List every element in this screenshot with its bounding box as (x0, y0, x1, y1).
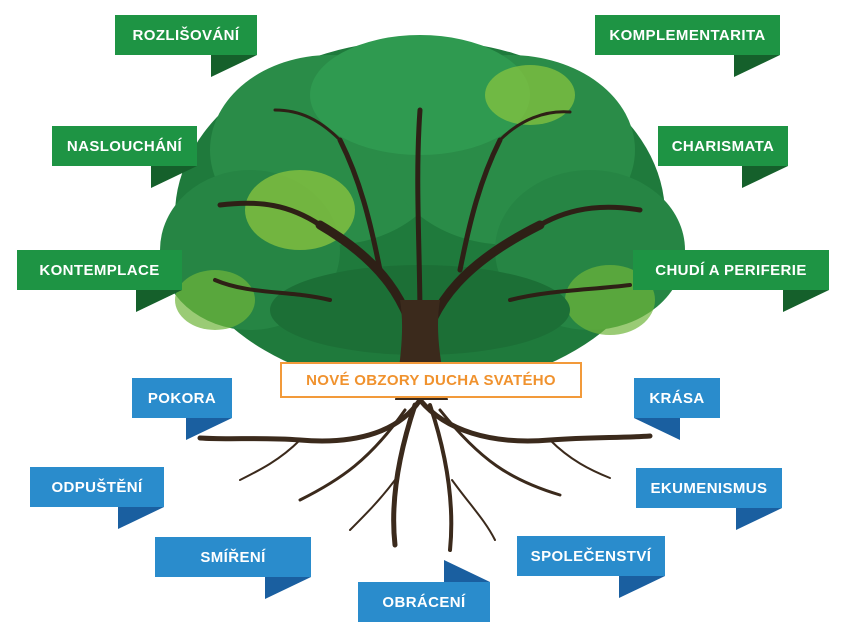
banner-charismata: CHARISMATA (658, 126, 788, 188)
center-title-text: NOVÉ OBZORY DUCHA SVATÉHO (306, 371, 556, 389)
banner-ekumenismus: EKUMENISMUS (636, 468, 782, 530)
banner-label: ROZLIŠOVÁNÍ (132, 26, 240, 44)
banner-label: CHUDÍ A PERIFERIE (655, 261, 807, 279)
banner-nasloucheni: NASLOUCHÁNÍ (52, 126, 197, 188)
banner-smireni: SMÍŘENÍ (155, 537, 311, 599)
banner-label: OBRÁCENÍ (382, 593, 466, 611)
banner-label: SPOLEČENSTVÍ (530, 547, 652, 565)
banner-krasa: KRÁSA (634, 378, 720, 440)
banner-label: KOMPLEMENTARITA (609, 26, 766, 44)
tree-canopy (160, 35, 685, 390)
banner-label: SMÍŘENÍ (200, 548, 266, 566)
banner-komplementarita: KOMPLEMENTARITA (595, 15, 780, 77)
banner-label: NASLOUCHÁNÍ (66, 137, 183, 155)
banner-label: KONTEMPLACE (39, 261, 160, 279)
banner-kontemplace: KONTEMPLACE (17, 250, 182, 312)
tree-roots (197, 397, 653, 552)
banner-odpusteni: ODPUŠTĚNÍ (30, 467, 164, 529)
tree-branches (213, 107, 643, 365)
banner-chudi-a-periferie: CHUDÍ A PERIFERIE (633, 250, 829, 312)
banner-label: KRÁSA (649, 389, 705, 407)
banner-pokora: POKORA (132, 378, 232, 440)
banner-label: POKORA (147, 389, 217, 407)
center-title: NOVÉ OBZORY DUCHA SVATÉHO (280, 362, 582, 398)
banner-spolecenstvi: SPOLEČENSTVÍ (517, 536, 665, 598)
banner-rozlisovani: ROZLIŠOVÁNÍ (115, 15, 257, 77)
banner-obraceni: OBRÁCENÍ (358, 560, 490, 622)
banner-label: ODPUŠTĚNÍ (51, 478, 143, 496)
banner-label: CHARISMATA (671, 137, 775, 155)
banner-label: EKUMENISMUS (650, 479, 768, 497)
